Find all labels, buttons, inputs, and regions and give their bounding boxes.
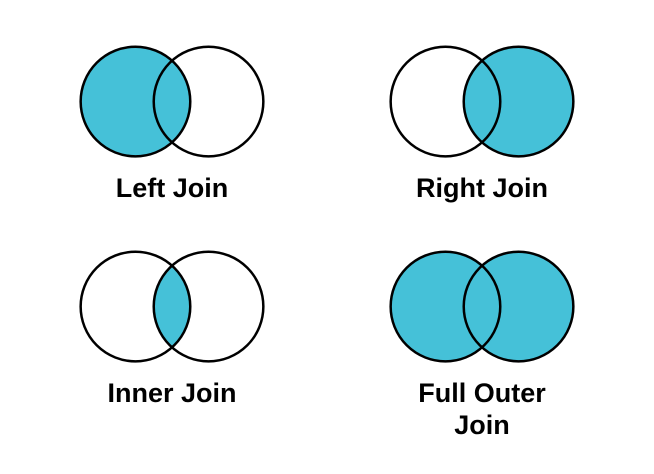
venn-diagram-right-join (389, 45, 575, 158)
right-circle-outline (152, 45, 265, 158)
right-circle-fill (463, 251, 574, 362)
venn-label-right-join: Right Join (416, 173, 548, 203)
left-circle-outline (389, 45, 502, 158)
join-diagram-grid: Left Join Right Join Inner Join (22, 40, 632, 442)
left-circle-outline (79, 45, 192, 158)
venn-diagram-inner-join (79, 250, 265, 363)
right-circle-outline (462, 250, 575, 363)
right-circle-outline (152, 250, 265, 363)
venn-diagram-full-outer-join (389, 250, 575, 363)
venn-label-inner-join: Inner Join (107, 377, 237, 408)
venn-cell-left-join: Left Join (22, 40, 322, 205)
venn-label-left-join: Left Join (115, 173, 229, 203)
left-circle-outline (79, 250, 192, 363)
venn-cell-right-join: Right Join (332, 40, 632, 205)
left-circle-fill (80, 46, 191, 157)
left-circle-outline (389, 250, 502, 363)
right-circle-fill (463, 46, 574, 157)
venn-diagram-left-join (79, 45, 265, 158)
right-circle-outline (462, 45, 575, 158)
venn-label-full-outer-join: Full Outer Join (418, 377, 546, 440)
intersection-fill (153, 251, 191, 362)
venn-cell-inner-join: Inner Join (22, 245, 322, 442)
venn-cell-full-outer-join: Full Outer Join (332, 245, 632, 442)
